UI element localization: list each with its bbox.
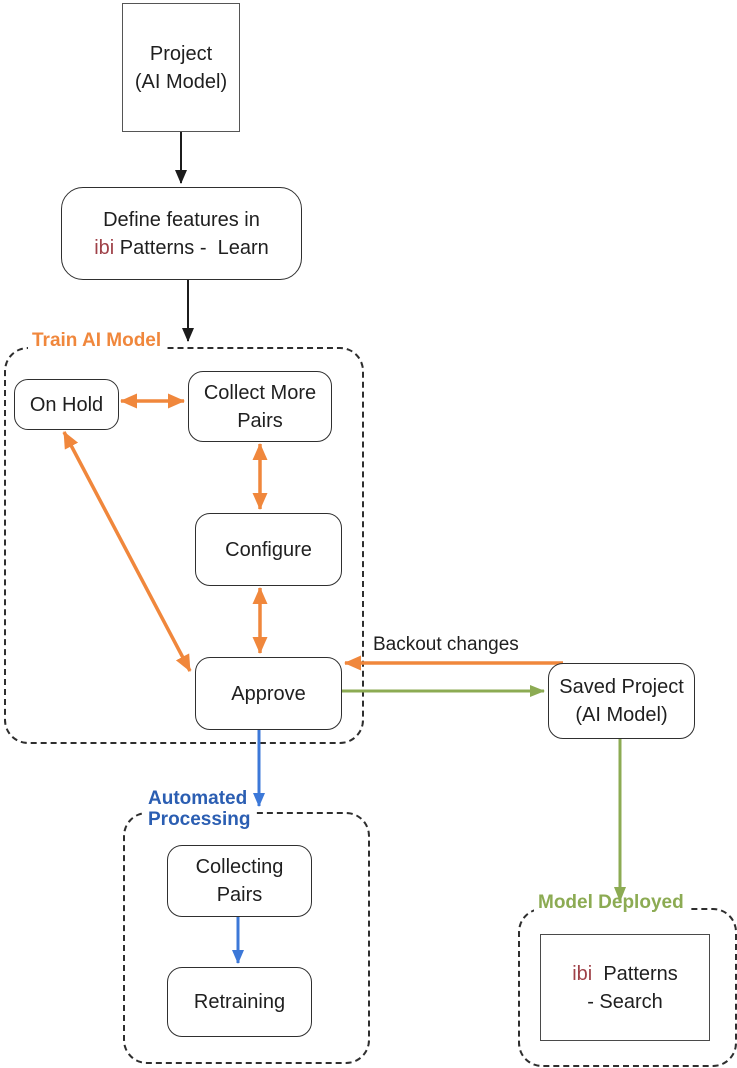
- node-on-hold: On Hold: [14, 379, 119, 430]
- define-features-line1: Define features in: [103, 208, 260, 231]
- node-configure-label: Configure: [225, 538, 312, 561]
- edge-onhold-approve: [62, 431, 192, 672]
- node-retraining-label: Retraining: [193, 991, 286, 1013]
- group-label-train-ai-model: Train AI Model: [28, 330, 166, 351]
- define-features-line2-rest: Patterns - Learn: [114, 236, 269, 259]
- node-retraining: Retraining: [167, 967, 312, 1037]
- define-features-line2: ibi Patterns - Learn: [94, 234, 269, 262]
- node-collecting-pairs: Collecting Pairs: [167, 845, 312, 917]
- patterns-search-line2: - Search: [587, 990, 663, 1013]
- node-on-hold-label: On Hold: [29, 393, 104, 416]
- node-ibi-patterns-search: ibi Patterns - Search: [540, 934, 710, 1041]
- ibi-brand-text: ibi: [94, 236, 115, 259]
- backout-changes-label: Backout changes: [373, 634, 519, 655]
- group-label-automated-processing: Automated Processing: [144, 788, 255, 830]
- node-approve-label: Approve: [231, 682, 306, 705]
- node-configure: Configure: [195, 513, 342, 586]
- ibi-brand-text: ibi: [572, 962, 593, 985]
- node-collecting-pairs-label: Collecting Pairs: [195, 856, 284, 906]
- patterns-search-line1-rest: Patterns: [592, 962, 678, 985]
- patterns-search-line1: ibi Patterns: [572, 960, 678, 988]
- node-approve: Approve: [195, 657, 342, 730]
- node-saved-project: Saved Project (AI Model): [548, 663, 695, 739]
- node-define-features: Define features in ibi Patterns - Learn: [61, 187, 302, 280]
- node-project-label: Project (AI Model): [134, 42, 228, 93]
- group-label-model-deployed: Model Deployed: [534, 892, 688, 913]
- group-train-ai-model: [4, 347, 364, 744]
- node-collect-more-pairs-label: Collect More Pairs: [203, 381, 317, 432]
- node-saved-project-label: Saved Project (AI Model): [559, 676, 684, 726]
- node-collect-more-pairs: Collect More Pairs: [188, 371, 332, 442]
- node-project: Project (AI Model): [122, 3, 240, 132]
